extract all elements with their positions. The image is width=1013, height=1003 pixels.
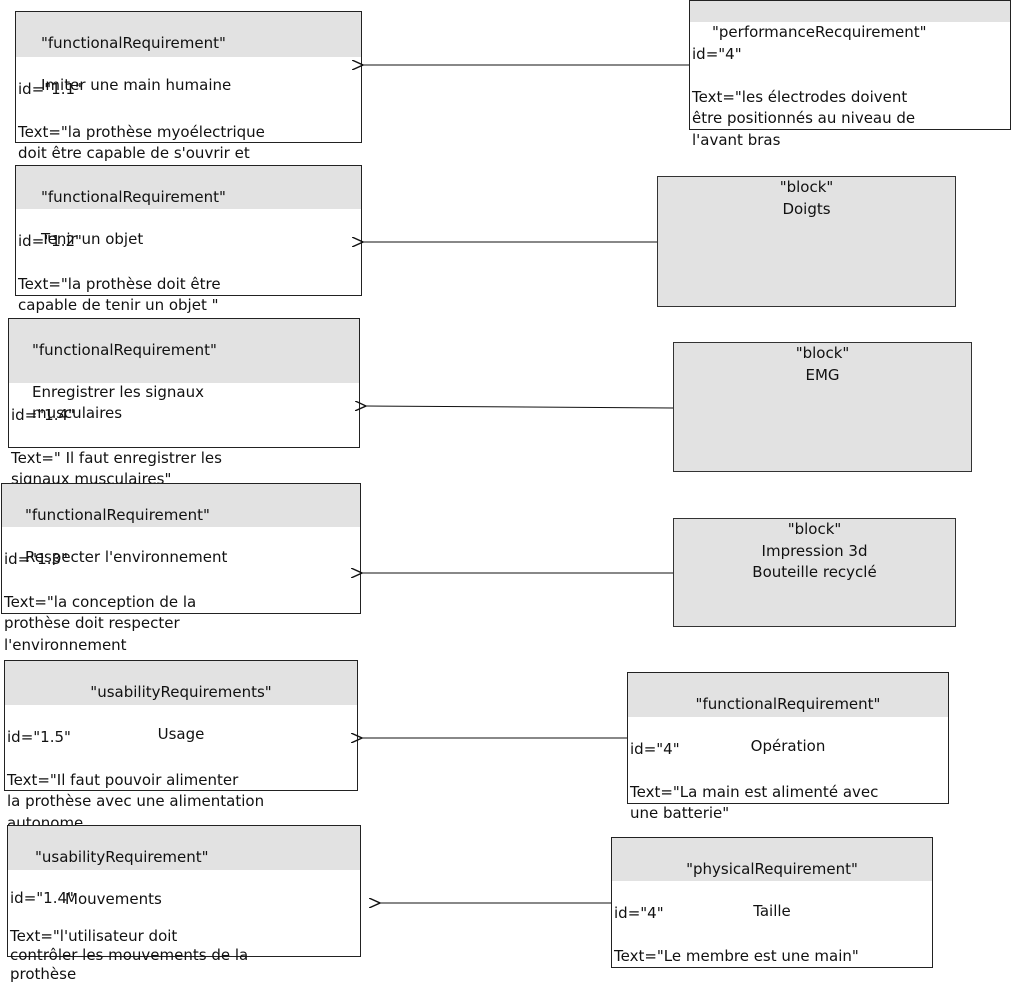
block-impression-3d: "block" Impression 3d Bouteille recyclé (673, 518, 956, 627)
requirement-tenir-objet: "functionalRequirement" Tenir un objet i… (15, 165, 362, 314)
requirement-id: id="1.5" (7, 727, 71, 746)
requirement-respecter-environnement: "functionalRequirement" Respecter l'envi… (1, 483, 361, 654)
requirement-id: id="1.2" (18, 231, 82, 250)
requirement-performance: "performanceRecquirement" id="4" Text="l… (689, 0, 1011, 149)
requirement-id: id="1.3" (4, 549, 68, 568)
stereotype-label: "usabilityRequirements" (90, 683, 272, 701)
stereotype-label: "functionalRequirement" (41, 188, 226, 206)
arrow-emg-to-enregistrer (366, 406, 674, 408)
requirement-taille: "physicalRequirement" Taille id="4" Text… (611, 837, 933, 968)
requirement-id: id="4" (614, 903, 664, 922)
requirement-name: Imiter une main humaine (41, 76, 232, 94)
requirement-operation: "functionalRequirement" Opération id="4"… (627, 672, 949, 822)
requirement-name: Taille (753, 902, 791, 920)
requirement-name: Usage (157, 725, 205, 743)
requirement-enregistrer-signaux: "functionalRequirement" Enregistrer les … (8, 318, 360, 488)
stereotype-label: "functionalRequirement" (25, 506, 210, 524)
requirement-text: Text="La main est alimenté avec une batt… (630, 782, 879, 823)
requirement-name: Respecter l'environnement (25, 548, 228, 566)
stereotype-label: "functionalRequirement" (695, 695, 881, 713)
stereotype-label: "functionalRequirement" (41, 34, 226, 52)
requirement-name: Mouvements (65, 890, 162, 908)
requirement-id: id="4" (630, 739, 680, 758)
requirement-text: Text="la prothèse doit être capable de t… (18, 274, 221, 315)
block-doigts: "block" Doigts (657, 176, 956, 307)
requirement-usage: "usabilityRequirements" Usage id="1.5" T… (4, 660, 358, 832)
block-emg: "block" EMG (673, 342, 972, 472)
requirement-id: id="1.4" (10, 889, 74, 907)
requirement-id: id="4" (692, 44, 742, 63)
stereotype-label: "usabilityRequirement" (35, 848, 209, 866)
requirement-name: Tenir un objet (41, 230, 144, 248)
requirement-id: id="1.1" (18, 79, 82, 98)
requirement-name: Opération (750, 737, 826, 755)
stereotype-label: "functionalRequirement" (32, 341, 217, 359)
requirement-text: Text="la prothèse myoélectrique doit êtr… (18, 122, 265, 184)
requirement-name: Enregistrer les signaux musculaires (32, 383, 205, 422)
requirement-text: Text="la conception de la prothèse doit … (4, 592, 197, 654)
requirement-text: Text="les électrodes doivent être positi… (692, 87, 916, 149)
requirement-imiter-main: "functionalRequirement" Imiter une main … (15, 11, 362, 184)
stereotype-label: "physicalRequirement" (686, 860, 858, 878)
requirement-text: Text="Le membre est une main" (614, 946, 859, 965)
stereotype-label: "performanceRecquirement" (712, 23, 927, 41)
requirement-id: id="1.4" (11, 405, 75, 424)
requirement-text: Text="Il faut pouvoir alimenter la proth… (7, 770, 265, 832)
relationship-arrows (0, 0, 689, 970)
